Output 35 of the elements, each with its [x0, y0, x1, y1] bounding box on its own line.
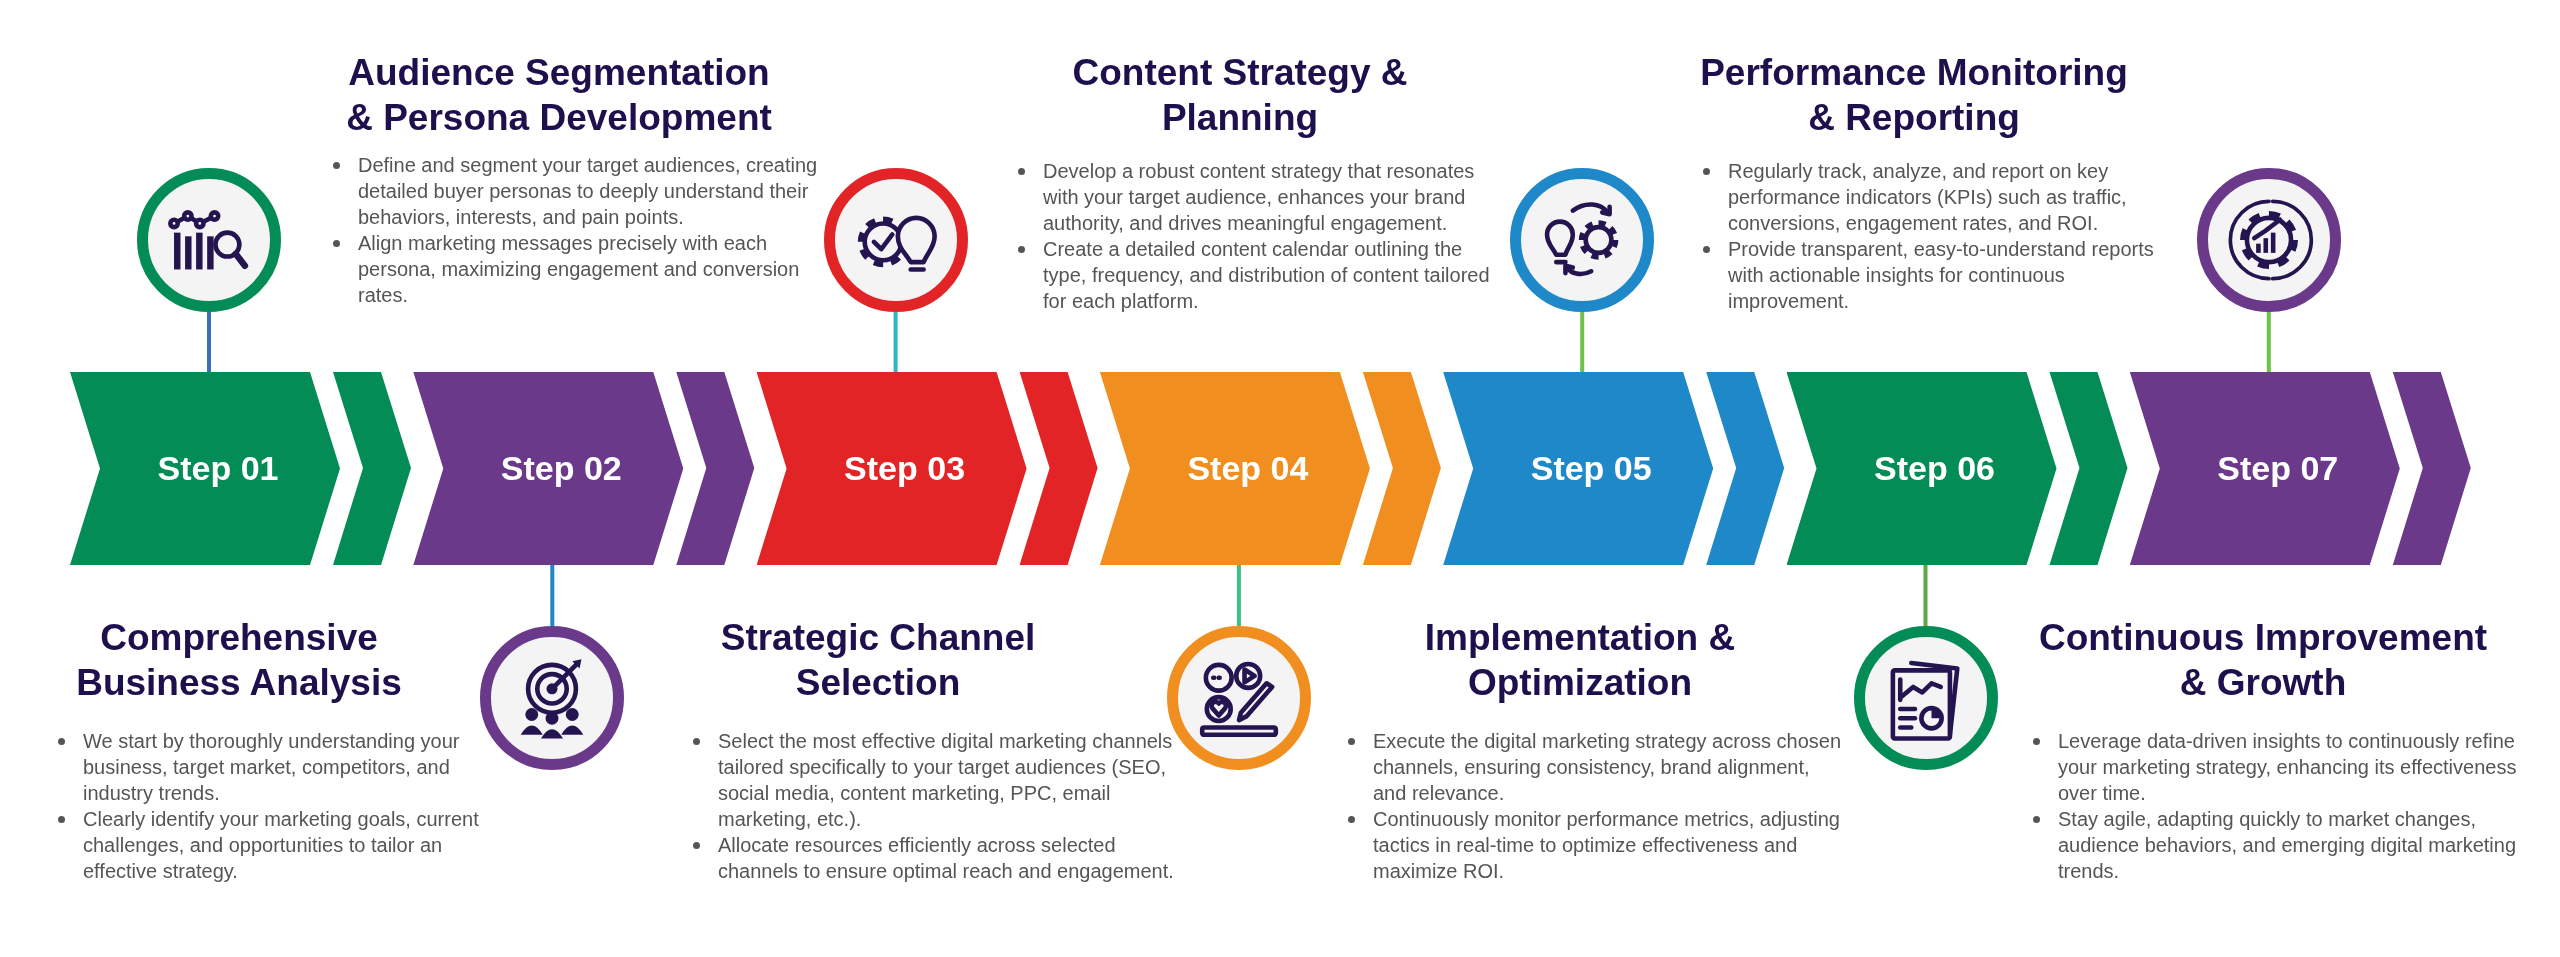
connector-line — [550, 565, 555, 626]
bullet-text: Provide transparent, easy-to-understand reports with actionable insights for continuous improvement. — [1728, 237, 2155, 314]
bullet-text: Create a detailed content calendar outlining the type, frequency, and distribution of content tailored for each platform. — [1043, 237, 1491, 314]
bullet-text: Align marketing messages precisely with each persona, maximizing engagement and conversion rates. — [358, 231, 801, 308]
step-heading: Implementation & Optimization — [1423, 616, 1737, 705]
connector-line — [1923, 565, 1928, 626]
chevron-arrow — [1706, 372, 1785, 565]
step-heading: Performance Monitoring & Reporting — [1699, 51, 2129, 140]
step-heading: Comprehensive Business Analysis — [75, 616, 403, 705]
bullet-text: Regularly track, analyze, and report on key performance indicators (KPIs) such as traffic, conversions, engagement rates, and ROI. — [1728, 159, 2128, 236]
connector-line — [1236, 565, 1241, 626]
bullet-text: Define and segment your target audiences, creating detailed buyer personas to deeply understand their behaviors, interests, and pain points. — [358, 153, 819, 230]
chevron-arrow — [2392, 372, 2471, 565]
bullet-text: Develop a robust content strategy that resonates with your target audience, enhances your brand authority, and drives meaningful engagement. — [1043, 159, 1476, 236]
bullet-text: Allocate resources efficiently across selected channels to ensure optimal reach and engagement. — [718, 833, 1175, 884]
step-heading: Strategic Channel Selection — [719, 616, 1037, 705]
chevron-arrow — [333, 372, 411, 565]
bullet-text: Leverage data-driven insights to continuously refine your marketing strategy, enhancing its effectiveness over time. — [2058, 729, 2518, 806]
step-heading: Continuous Improvement & Growth — [2037, 616, 2489, 705]
chevron-arrow — [2049, 372, 2128, 565]
connector-line — [1580, 312, 1585, 372]
bullet-text: Continuously monitor performance metrics, adjusting tactics in real-time to optimize effectiveness and maximize ROI. — [1373, 807, 1841, 884]
bullet-text: Clearly identify your marketing goals, current challenges, and opportunities to tailor an effective strategy. — [83, 807, 480, 884]
chevron-arrow — [1019, 372, 1098, 565]
bullet-text: Select the most effective digital marketing channels tailored specifically to your target audiences (SEO, social media, content marketing, PPC, email marketing, etc.). — [718, 729, 1174, 832]
step-heading: Audience Segmentation & Persona Development — [345, 51, 773, 140]
bullet-text: Stay agile, adapting quickly to market changes, audience behaviors, and emerging digital marketing trends. — [2058, 807, 2518, 884]
step-heading: Content Strategy & Planning — [1071, 51, 1409, 140]
chevron-arrow — [1362, 372, 1441, 565]
connector-line — [893, 312, 898, 372]
connector-line — [207, 312, 211, 372]
bullet-text: Execute the digital marketing strategy across chosen channels, ensuring consistency, brand alignment, and relevance. — [1373, 729, 1843, 806]
bullet-text: We start by thoroughly understanding your business, target market, competitors, and industry trends. — [83, 729, 461, 806]
connector-line — [2266, 312, 2271, 372]
chevron-arrow — [676, 372, 755, 565]
